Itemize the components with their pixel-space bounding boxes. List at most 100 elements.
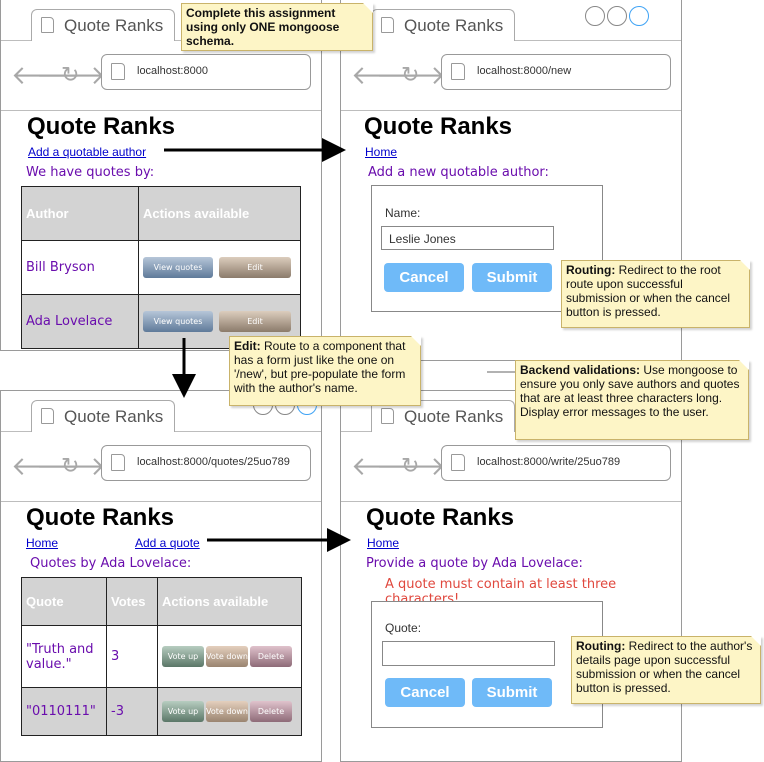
name-label: Name: — [385, 206, 421, 220]
authors-table: Author Actions available Bill Bryson Vie… — [21, 186, 301, 349]
address-bar[interactable]: localhost:8000/quotes/25uo789 — [101, 445, 311, 481]
browser-toolbar: 🡐 🡒 ↻ localhost:8000/quotes/25uo789 — [1, 432, 321, 502]
home-link[interactable]: Home — [367, 536, 400, 550]
page-title: Quote Ranks — [364, 113, 513, 140]
table-row: Bill Bryson View quotes Edit — [21, 240, 301, 295]
name-input[interactable]: Leslie Jones — [381, 226, 554, 250]
url-text: localhost:8000/write/25uo789 — [477, 456, 621, 468]
reload-icon[interactable]: ↻ — [401, 454, 420, 479]
reload-icon[interactable]: ↻ — [61, 454, 80, 479]
window-quotes: Quote Ranks 🡐 🡒 ↻ localhost:8000/quotes/… — [0, 390, 322, 762]
subtitle: We have quotes by: — [26, 165, 155, 180]
back-arrow-icon[interactable]: 🡐 — [11, 61, 81, 91]
address-bar[interactable]: localhost:8000/write/25uo789 — [441, 445, 671, 481]
address-bar[interactable]: localhost:8000 — [101, 54, 311, 90]
window-write-quote: Quote Ranks 🡐 🡒 ↻ localhost:8000/write/2… — [340, 390, 682, 762]
submit-button[interactable]: Submit — [472, 263, 552, 292]
quote-label: Quote: — [385, 621, 422, 635]
window-control-icon[interactable] — [607, 6, 627, 26]
note-routing-root: Routing: Redirect to the root route upon… — [561, 260, 750, 328]
author-name: Ada Lovelace — [21, 294, 139, 349]
browser-tab[interactable]: Quote Ranks — [371, 9, 515, 41]
note-text: Complete this assignment using only ONE … — [186, 6, 340, 48]
cancel-button[interactable]: Cancel — [385, 678, 465, 707]
forward-arrow-icon[interactable]: 🡒 — [36, 452, 106, 482]
page-icon — [41, 408, 54, 424]
note-text: Redirect to the root route upon successf… — [566, 263, 731, 319]
browser-tab[interactable]: Quote Ranks — [31, 400, 175, 432]
reload-icon[interactable]: ↻ — [401, 63, 420, 88]
note-backend: Backend validations: Use mongoose to ens… — [515, 360, 749, 440]
tab-title: Quote Ranks — [64, 16, 164, 35]
window-home: Quote Ranks 🡐 🡒 ↻ localhost:8000 Quote R… — [0, 0, 322, 351]
back-arrow-icon[interactable]: 🡐 — [11, 452, 81, 482]
note-text: Redirect to the author's details page up… — [576, 639, 753, 695]
page-title: Quote Ranks — [366, 504, 515, 531]
note-schema: Complete this assignment using only ONE … — [181, 3, 373, 51]
note-title: Edit: — [234, 339, 261, 353]
vote-down-button[interactable]: Vote down — [206, 646, 248, 667]
forward-arrow-icon[interactable]: 🡒 — [36, 61, 106, 91]
forward-arrow-icon[interactable]: 🡒 — [376, 452, 446, 482]
view-quotes-button[interactable]: View quotes — [143, 257, 213, 278]
add-author-link[interactable]: Add a quotable author — [28, 145, 147, 159]
url-text: localhost:8000 — [137, 65, 208, 77]
note-text: Route to a component that has a form jus… — [234, 339, 406, 395]
window-control-icon[interactable] — [629, 6, 649, 26]
submit-button[interactable]: Submit — [472, 678, 552, 707]
page-icon — [381, 17, 394, 33]
note-title: Backend validations: — [520, 363, 641, 377]
page-title: Quote Ranks — [27, 113, 176, 140]
quote-form: Quote: Cancel Submit — [371, 601, 603, 728]
page-icon — [381, 408, 394, 424]
reload-icon[interactable]: ↻ — [61, 63, 80, 88]
vote-down-button[interactable]: Vote down — [206, 701, 248, 722]
subtitle: Provide a quote by Ada Lovelace: — [366, 556, 583, 571]
column-header: Quote — [21, 577, 107, 626]
browser-tab[interactable]: Quote Ranks — [31, 9, 175, 41]
column-header: Actions available — [157, 577, 302, 626]
edit-button[interactable]: Edit — [219, 311, 291, 332]
note-text: Use mongoose to ensure you only save aut… — [520, 363, 740, 419]
delete-button[interactable]: Delete — [250, 701, 292, 722]
cancel-button[interactable]: Cancel — [384, 263, 464, 292]
window-controls — [585, 6, 649, 26]
forward-arrow-icon[interactable]: 🡒 — [376, 61, 446, 91]
note-title: Routing: — [576, 639, 626, 653]
back-arrow-icon[interactable]: 🡐 — [351, 61, 421, 91]
page-icon — [111, 63, 125, 80]
page-icon — [41, 17, 54, 33]
vote-up-button[interactable]: Vote up — [162, 701, 204, 722]
address-bar[interactable]: localhost:8000/new — [441, 54, 671, 90]
browser-toolbar: 🡐 🡒 ↻ localhost:8000/write/25uo789 — [341, 432, 681, 502]
quote-input[interactable] — [382, 641, 555, 666]
delete-button[interactable]: Delete — [250, 646, 292, 667]
actions-cell: View quotes Edit — [138, 240, 301, 295]
page-icon — [451, 454, 465, 471]
note-routing-author: Routing: Redirect to the author's detail… — [571, 636, 761, 704]
note-title: Routing: — [566, 263, 616, 277]
vote-up-button[interactable]: Vote up — [162, 646, 204, 667]
window-control-icon[interactable] — [585, 6, 605, 26]
view-quotes-button[interactable]: View quotes — [143, 311, 213, 332]
url-text: localhost:8000/new — [477, 65, 572, 77]
home-link[interactable]: Home — [26, 536, 59, 550]
back-arrow-icon[interactable]: 🡐 — [351, 452, 421, 482]
tab-title: Quote Ranks — [64, 407, 164, 426]
quote-text: "0110111" — [21, 687, 107, 736]
quote-text: "Truth and value." — [21, 625, 107, 688]
actions-cell: View quotes Edit — [138, 294, 301, 349]
add-quote-link[interactable]: Add a quote — [135, 536, 200, 550]
tab-title: Quote Ranks — [404, 16, 504, 35]
page-icon — [111, 454, 125, 471]
page-title: Quote Ranks — [26, 504, 175, 531]
vote-count: -3 — [106, 687, 158, 736]
edit-button[interactable]: Edit — [219, 257, 291, 278]
column-header: Actions available — [138, 186, 301, 241]
author-name: Bill Bryson — [21, 240, 139, 295]
quotes-table: Quote Votes Actions available "Truth and… — [21, 577, 302, 736]
home-link[interactable]: Home — [365, 145, 398, 159]
